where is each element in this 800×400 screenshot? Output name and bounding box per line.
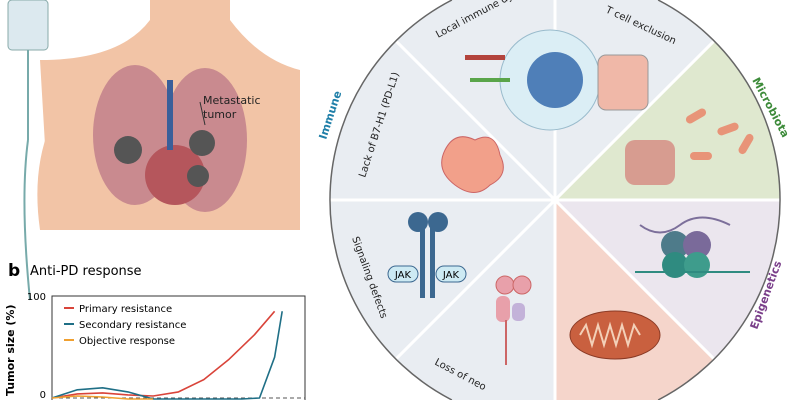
nucleosome-icon: [635, 216, 750, 278]
receptor-icon: JAK JAK: [387, 212, 467, 298]
wheel-outline: [657, 0, 781, 400]
sector-microbiota: [555, 40, 780, 201]
tumor-cage-icon: [597, 54, 649, 111]
iv-bag-icon: [7, 0, 49, 51]
tumor: [187, 165, 209, 187]
tumor-label: Metastatic: [203, 94, 261, 107]
y-axis-label: Tumor size (%): [4, 305, 17, 397]
jak-label: JAK: [394, 270, 412, 281]
bacteria-icon: [685, 108, 754, 160]
series-line-primary-resistance: [51, 310, 276, 399]
jak-label: JAK: [442, 270, 460, 281]
y-tick-label: 0: [40, 390, 46, 400]
series-line-objective-response: [51, 395, 154, 400]
series-line-secondary-resistance: [51, 311, 283, 400]
plot-frame: [51, 295, 306, 400]
tumor-cell-icon: [441, 136, 504, 193]
legend-label: Primary resistance: [79, 304, 172, 315]
heart: [145, 145, 205, 205]
legend-label: Secondary resistance: [79, 320, 186, 331]
legend-label: Objective response: [79, 336, 175, 347]
intestine-icon: [625, 140, 675, 185]
mitochondrion-icon: [569, 310, 661, 360]
tumor: [189, 130, 215, 156]
sector-epigenetics: [555, 200, 780, 360]
mhc-icon: [495, 275, 532, 365]
patient-illustration: Metastatic tumor: [7, 0, 300, 301]
tumor-label: tumor: [203, 108, 237, 121]
y-tick-label: 100: [27, 292, 46, 303]
resistance-wheel: Local immune dysfunction T cell exclusio…: [316, 0, 792, 400]
chart-title: Anti-PD response: [30, 264, 142, 279]
tumor: [114, 136, 142, 164]
panel-letter: b: [8, 261, 20, 281]
wheel-outline: [329, 0, 453, 400]
